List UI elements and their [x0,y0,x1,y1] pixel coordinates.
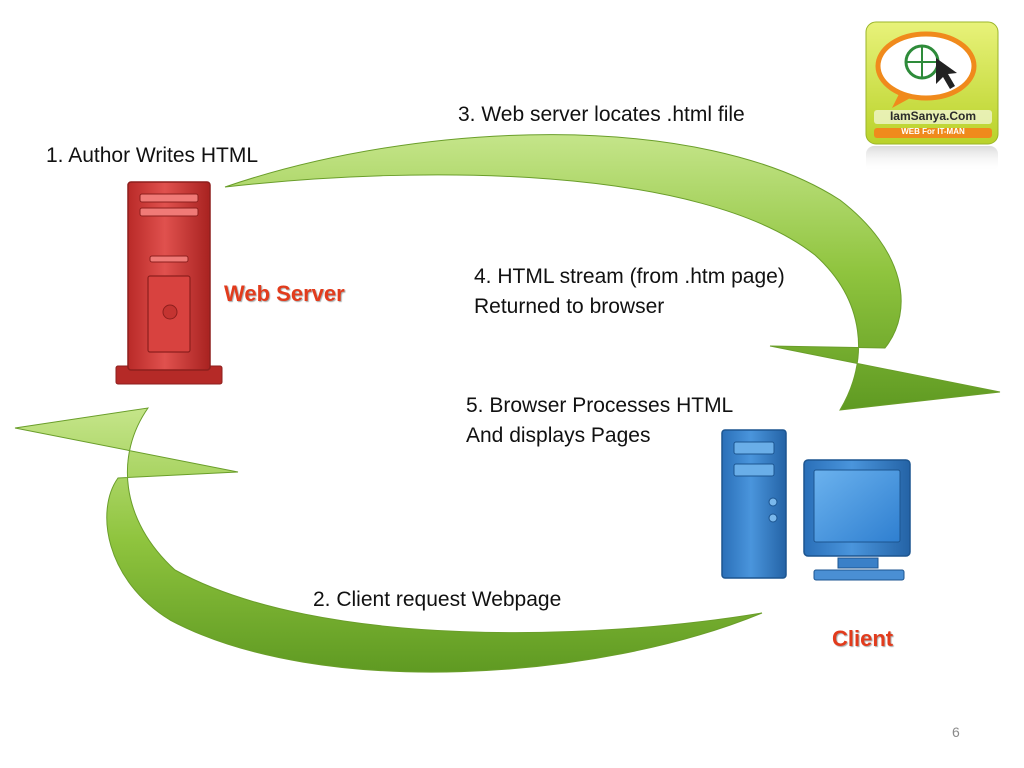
client-computer-icon [721,429,911,581]
server-icon [115,181,223,385]
step-author-label: 1. Author Writes HTML [46,144,259,167]
step-stream-line2: Returned to browser [474,295,665,318]
logo-badge [865,21,999,172]
client-label: Client [832,626,894,651]
server-label: Web Server [224,281,345,306]
arrow-top [224,134,1001,411]
slide-number: 6 [952,724,960,740]
step-process-line1: 5. Browser Processes HTML [466,394,734,417]
logo-brand: IamSanya.Com [889,109,977,123]
step-process-label: 5. Browser Processes HTML And displays P… [466,391,733,451]
step-process-line2: And displays Pages [466,424,651,447]
step-request-label: 2. Client request Webpage [313,588,562,611]
arrow-bottom [14,407,763,673]
logo-tagline: WEB For IT-MAN [901,127,965,136]
step-stream-label: 4. HTML stream (from .htm page) Returned… [474,262,785,322]
step-locate-label: 3. Web server locates .html file [458,103,745,126]
step-stream-line1: 4. HTML stream (from .htm page) [474,265,785,288]
